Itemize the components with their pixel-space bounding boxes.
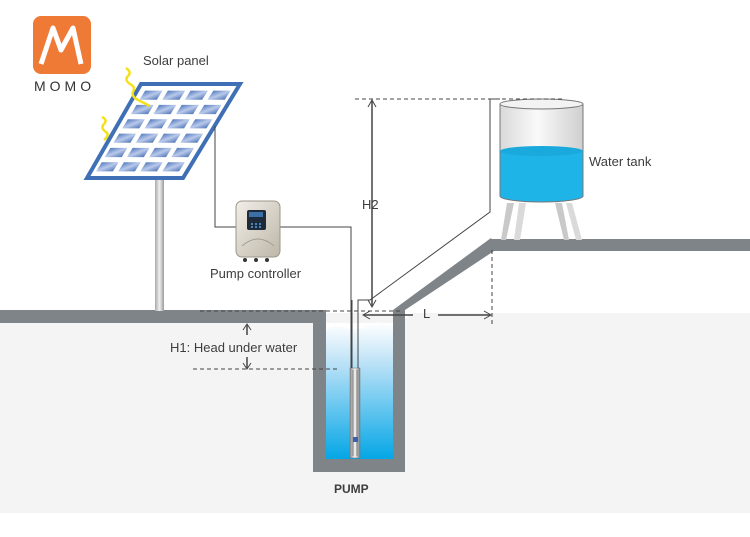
sun-ray-icon	[125, 66, 151, 108]
well-wall-left	[313, 310, 326, 472]
sun-ray-icon	[101, 115, 109, 141]
ground-slope	[393, 238, 497, 310]
solar-cell	[175, 104, 199, 115]
solar-cell	[171, 147, 195, 158]
solar-cell	[144, 119, 168, 129]
solar-cell	[140, 162, 163, 172]
solar-cell	[130, 104, 154, 115]
power-cable	[214, 126, 352, 368]
solar-pole	[155, 178, 164, 311]
momo-m-logo-icon	[33, 16, 91, 74]
dimension-h1	[193, 323, 340, 370]
solar-cell	[167, 119, 190, 129]
h1-label: H1: Head under water	[170, 340, 298, 355]
water-tank-label: Water tank	[589, 154, 652, 169]
dimension-h2	[355, 98, 563, 309]
well-wall-bottom	[313, 459, 405, 472]
solar-cell	[122, 119, 145, 129]
solar-cell	[189, 119, 213, 129]
solar-cell	[162, 90, 186, 100]
ground-line-right	[491, 239, 750, 251]
solar-cell	[135, 133, 159, 143]
dimension-l	[200, 250, 493, 324]
pump-label: PUMP	[334, 482, 369, 496]
submersible-pump-icon	[349, 367, 361, 459]
solar-cell	[127, 147, 150, 158]
ground-line-left	[0, 310, 326, 323]
solar-cell	[184, 90, 208, 100]
raised-ground-fill	[404, 248, 750, 320]
solar-panel-icon	[83, 82, 244, 180]
solar-cell	[118, 162, 141, 172]
solar-cell	[180, 133, 204, 143]
pump-controller-label: Pump controller	[210, 266, 302, 281]
brand-name: MOMO	[34, 78, 96, 94]
length-label: L	[423, 306, 431, 321]
h2-label: H2	[362, 197, 379, 212]
solar-cell	[207, 90, 231, 100]
solar-cell	[96, 162, 119, 172]
solar-cell	[113, 133, 137, 143]
solar-cell	[162, 162, 185, 172]
well-wall-right	[393, 310, 405, 472]
water-tank-icon	[499, 98, 584, 240]
water-surface	[326, 322, 393, 330]
solar-cell	[158, 133, 181, 143]
solar-panel-label: Solar panel	[143, 53, 209, 68]
solar-cell	[139, 90, 163, 100]
pump-controller-icon	[235, 200, 281, 262]
solar-cell	[153, 104, 177, 115]
solar-cell	[104, 147, 128, 158]
solar-cell	[149, 147, 172, 158]
solar-cell	[198, 104, 222, 115]
